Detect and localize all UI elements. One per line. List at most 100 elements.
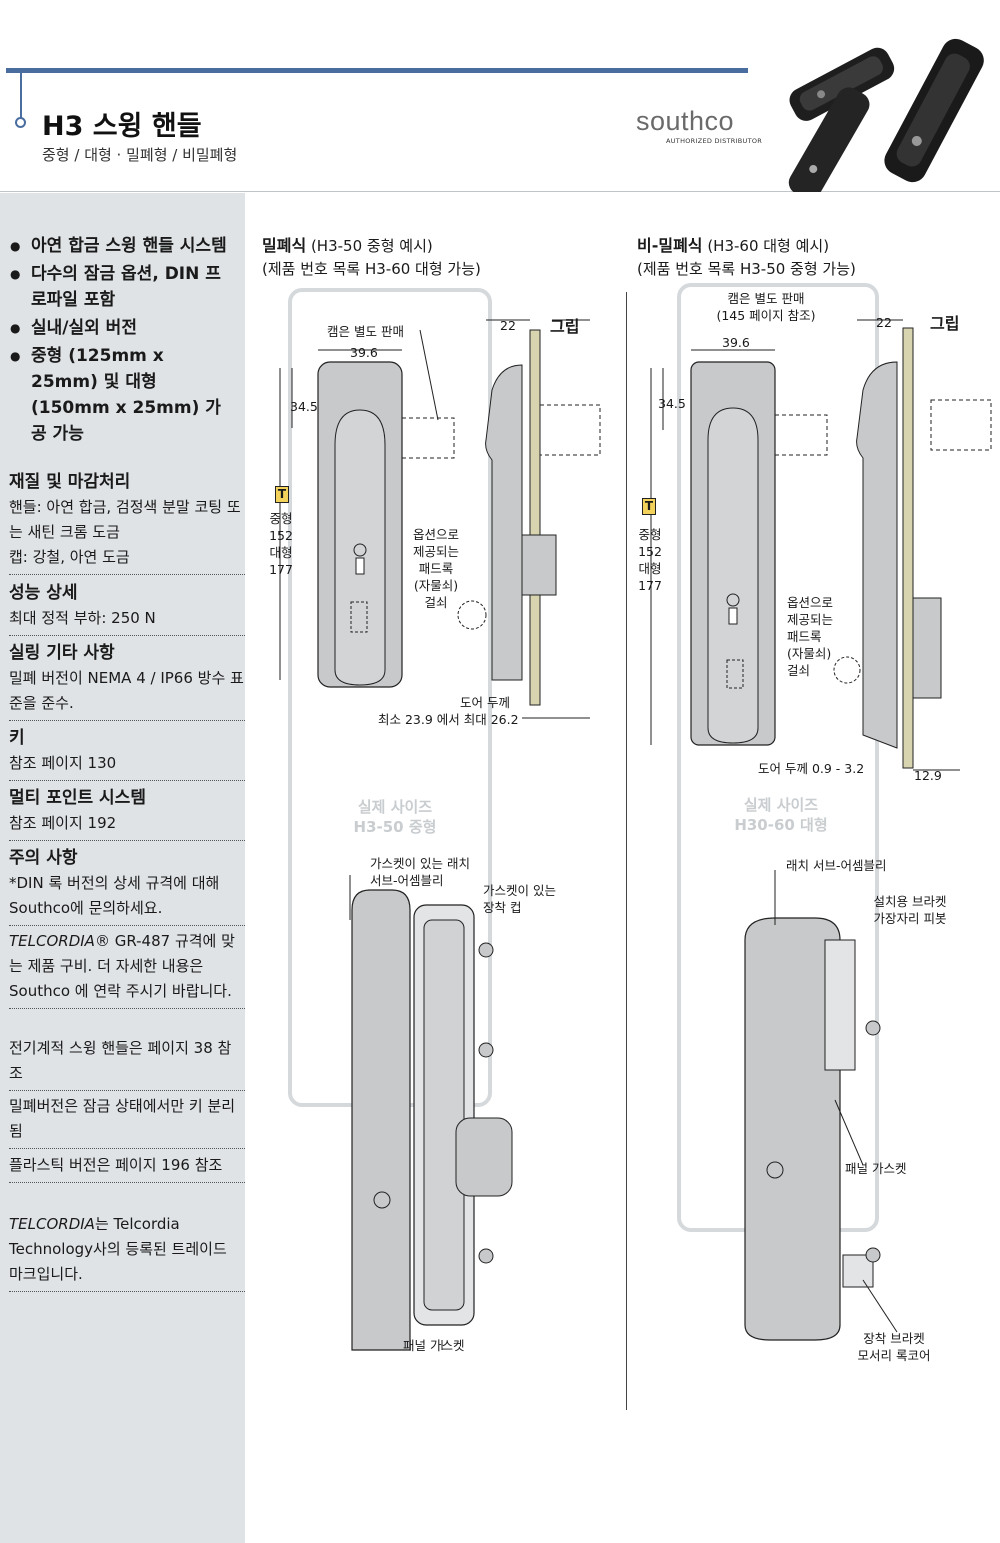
caution-section: 주의 사항 *DIN 록 버전의 상세 규격에 대해 Southco에 문의하세… [9, 845, 245, 926]
size-value: 177 [269, 562, 293, 577]
label-line: 장착 브라켓 [863, 1331, 925, 1346]
handle-photo-open [789, 47, 895, 121]
size-label: 대형 [638, 561, 662, 576]
section-heading: 멀티 포인트 시스템 [9, 788, 146, 808]
left-title-main: 밀폐식 [262, 236, 307, 255]
cam-dashed [401, 417, 455, 459]
left-cam-note: 캠은 별도 판매 [327, 324, 404, 339]
materials-section: 재질 및 마감처리 핸들: 아연 합금, 검정색 분말 코팅 또는 새틴 크롬 … [9, 469, 245, 575]
note-text: 밀폐버전은 잠금 상태에서만 키 분리됨 [9, 1097, 236, 1140]
latch-subassembly-drawing [744, 917, 841, 1341]
sidebar: 아연 합금 스윙 핸들 시스템 다수의 잠금 옵션, DIN 프로파일 포함 실… [0, 193, 245, 1543]
left-title-note: (H3-50 중형 예시) [310, 237, 433, 255]
label-line: 모서리 록코어 [857, 1348, 931, 1363]
label-line: 서브-어셈블리 [370, 873, 444, 888]
right-panel-subtitle: (제품 번호 목록 H3-50 중형 가능) [637, 260, 856, 278]
left-panel-title: 밀폐식 (H3-50 중형 예시) [262, 235, 433, 257]
note-text: GR-487 규격에 맞는 제품 구비. 더 자세한 내용은 Southco 에… [9, 932, 235, 1000]
right-dim-129: 12.9 [914, 768, 942, 783]
right-dim-width: 39.6 [722, 335, 750, 350]
note-text: 는 Telcordia Technology사의 등록된 트레이드 마크입니다. [9, 1215, 227, 1283]
multipoint-section: 멀티 포인트 시스템 참조 페이지 192 [9, 785, 245, 841]
registered-mark: ® [94, 932, 110, 950]
key-section: 키 참조 페이지 130 [9, 725, 245, 781]
right-t-box: T [642, 498, 656, 515]
note-line: (자물쇠) [413, 578, 459, 593]
section-text: 참조 페이지 130 [9, 754, 117, 772]
left-assembly-label: 가스켓이 있는 래치 서브-어셈블리 [370, 855, 470, 889]
note-text: 플라스틱 버전은 페이지 196 참조 [9, 1156, 223, 1174]
section-text: 최대 정적 부하: 250 N [9, 609, 156, 627]
mounting-bracket-drawing [824, 939, 856, 1071]
note-line: 걸쇠 [787, 663, 811, 678]
electromech-note: 전기계적 스윙 핸들은 페이지 38 참조 [9, 1036, 245, 1091]
ghost-line: H30-60 대형 [734, 816, 828, 834]
right-title-main: 비-밀폐식 [637, 236, 703, 255]
ghost-line: 실제 사이즈 [357, 798, 433, 816]
right-padlock-note: 옵션으로 제공되는 패드록 (자물쇠) 걸쇠 [787, 594, 833, 679]
feature-item: 중형 (125mm x 25mm) 및 대형 (150mm x 25mm) 가공… [10, 343, 235, 447]
right-grip-label: 그립 [930, 314, 960, 333]
left-door-thickness: 도어 두께 [460, 695, 510, 710]
right-door-thickness: 도어 두께 0.9 - 3.2 [758, 761, 865, 776]
door-panel-side [529, 329, 541, 706]
right-corner-label: 장착 브라켓 모서리 록코어 [846, 1330, 942, 1364]
note-line: (자물쇠) [787, 646, 832, 661]
label-line: 가장자리 피봇 [873, 911, 947, 926]
note-line: 패드록 [787, 629, 822, 644]
right-bracket-label: 설치용 브라켓 가장자리 피봇 [860, 893, 960, 927]
left-actual-size: 실제 사이즈 H3-50 중형 [330, 797, 460, 837]
section-text: *DIN 록 버전의 상세 규격에 대해 Southco에 문의하세요. [9, 874, 220, 917]
note-line: 옵션으로 [412, 527, 459, 542]
logo-tagline: AUTHORIZED DISTRIBUTOR [666, 137, 763, 145]
left-panel-gasket: 패널 가스켓 [403, 1338, 465, 1353]
size-value: 152 [638, 544, 662, 559]
size-label: 중형 [269, 511, 293, 526]
left-t-box: T [275, 486, 289, 503]
note-line: 제공되는 [787, 612, 834, 627]
section-text: 밀폐 버전이 NEMA 4 / IP66 방수 표준을 준수. [9, 669, 244, 712]
handle-side-view [856, 361, 898, 749]
right-title-note: (H3-60 대형 예시) [707, 237, 830, 255]
feature-item: 실내/실외 버전 [10, 315, 235, 341]
handle-photo-base [788, 87, 870, 192]
trademark-note: TELCORDIA는 Telcordia Technology사의 등록된 트레… [9, 1212, 245, 1292]
label-line: 설치용 브라켓 [873, 894, 947, 909]
section-heading: 키 [9, 728, 25, 748]
right-diagram [650, 283, 992, 1341]
feature-item: 아연 합금 스윙 핸들 시스템 [10, 233, 235, 259]
note-line: 캠은 별도 판매 [727, 291, 805, 306]
right-dim-height: 34.5 [658, 396, 686, 411]
performance-section: 성능 상세 최대 정적 부하: 250 N [9, 580, 245, 636]
section-heading: 주의 사항 [9, 848, 78, 868]
handle-photo-closed [884, 38, 984, 183]
section-text: 캡: 강철, 아연 도금 [9, 548, 130, 566]
label-line: 가스켓이 있는 래치 [370, 856, 470, 871]
right-dim-22: 22 [876, 315, 892, 330]
key-removal-note: 밀폐버전은 잠금 상태에서만 키 분리됨 [9, 1094, 245, 1149]
left-dim-22: 22 [500, 318, 516, 333]
note-line: 제공되는 [412, 544, 459, 559]
left-cup-label: 가스켓이 있는 장착 컵 [483, 882, 556, 916]
panel-divider [626, 292, 627, 1410]
right-assembly-label: 래치 서브-어셈블리 [786, 858, 887, 873]
note-italic: TELCORDIA [9, 1215, 95, 1233]
page-subtitle: 중형 / 대형 · 밀폐형 / 비밀폐형 [42, 146, 238, 164]
left-dim-width: 39.6 [350, 345, 378, 360]
size-label: 중형 [638, 527, 662, 542]
left-dim-height: 34.5 [290, 399, 318, 414]
left-padlock-note: 옵션으로 제공되는 패드록 (자물쇠) 걸쇠 [404, 526, 468, 611]
product-photo [788, 38, 984, 192]
section-text: 핸들: 아연 합금, 검정색 분말 코팅 또는 새틴 크롬 도금 [9, 498, 241, 541]
left-diagram [279, 288, 601, 1351]
right-actual-size: 실제 사이즈 H30-60 대형 [716, 795, 846, 835]
left-door-range: 최소 23.9 에서 최대 26.2 [378, 712, 519, 727]
note-italic: TELCORDIA [9, 932, 95, 950]
header-dot [15, 117, 26, 128]
sealing-section: 실링 기타 사항 밀폐 버전이 NEMA 4 / IP66 방수 표준을 준수. [9, 640, 245, 721]
section-heading: 실링 기타 사항 [9, 643, 115, 663]
note-line: (145 페이지 참조) [716, 308, 816, 323]
ghost-line: 실제 사이즈 [743, 796, 819, 814]
size-label: 대형 [269, 545, 293, 560]
handle-side-view [485, 364, 523, 681]
